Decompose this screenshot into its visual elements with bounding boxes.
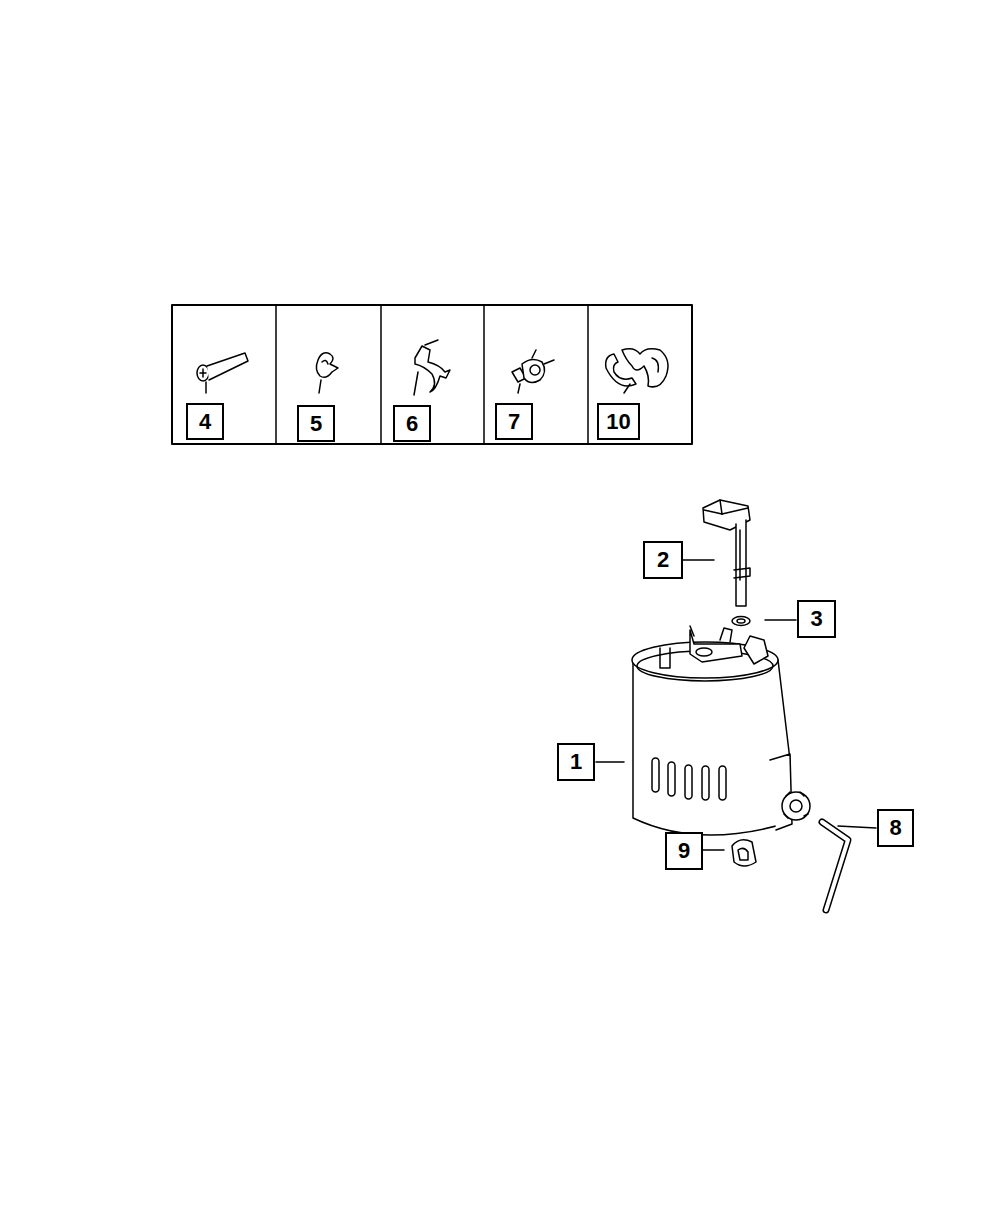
callout-number: 6 bbox=[393, 405, 431, 442]
callout-number: 5 bbox=[297, 405, 335, 442]
callout-number: 1 bbox=[557, 743, 595, 781]
callout-number: 8 bbox=[877, 809, 914, 847]
clip-part bbox=[512, 350, 554, 393]
fuel-filter-canister bbox=[596, 626, 810, 835]
bracket-part bbox=[414, 340, 450, 395]
callout-number: 4 bbox=[186, 403, 224, 440]
clip-part bbox=[702, 840, 756, 866]
washer-part bbox=[732, 617, 796, 626]
callout-number: 2 bbox=[643, 541, 683, 579]
parts-table bbox=[172, 305, 692, 444]
bolt-part bbox=[197, 353, 248, 393]
clip-part bbox=[316, 353, 338, 393]
callout-number: 7 bbox=[495, 403, 533, 440]
drain-hose-part bbox=[822, 822, 876, 910]
callout-number: 9 bbox=[665, 832, 703, 870]
double-clip-part bbox=[606, 349, 668, 393]
water-sensor-part bbox=[683, 500, 750, 606]
callout-number: 10 bbox=[597, 403, 640, 440]
callout-number: 3 bbox=[797, 600, 836, 638]
